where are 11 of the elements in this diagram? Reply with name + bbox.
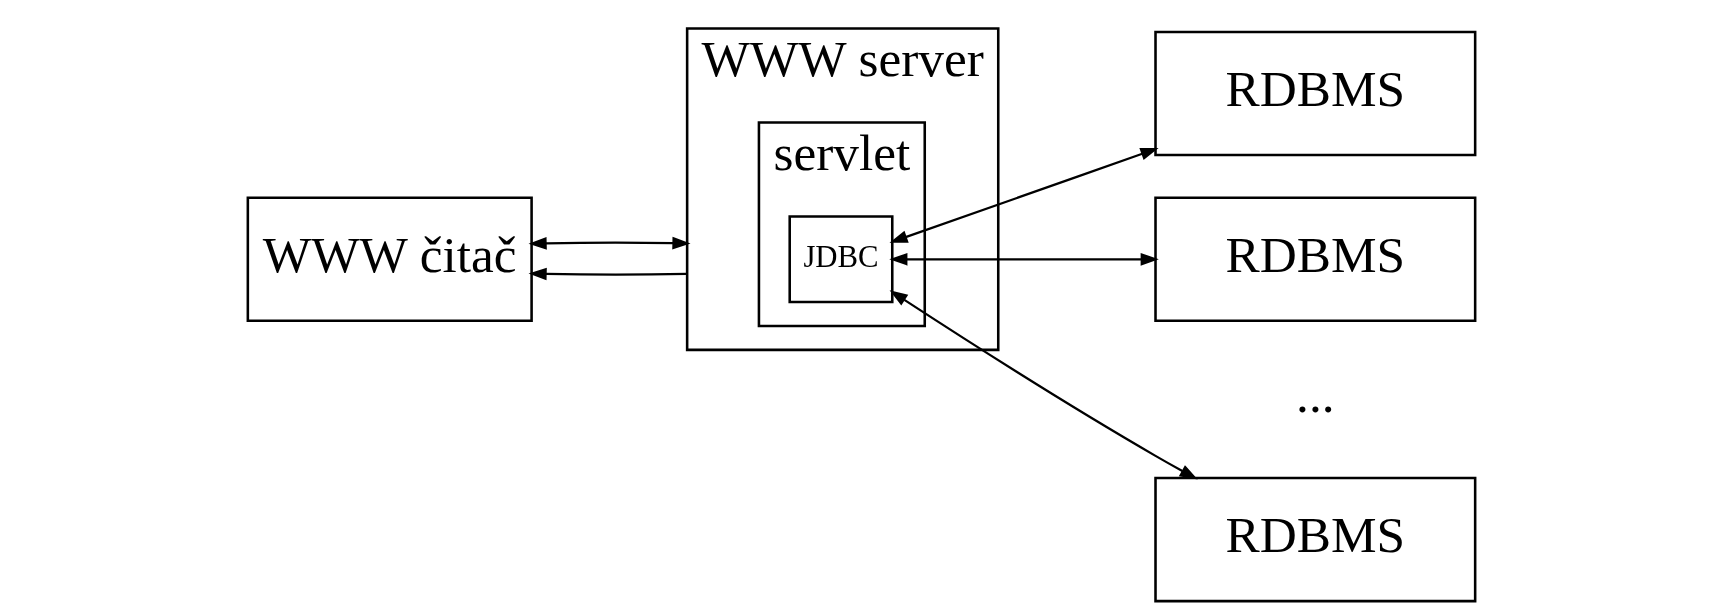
arrow bbox=[889, 148, 1159, 243]
label: ... bbox=[1296, 366, 1335, 424]
node-box: JDBC bbox=[788, 215, 894, 304]
arrow bbox=[889, 252, 1159, 266]
arrow bbox=[889, 290, 1198, 480]
arrow bbox=[528, 236, 691, 250]
arrow bbox=[528, 267, 688, 281]
node-box: WWW čitač bbox=[246, 196, 533, 323]
node-box: RDBMS bbox=[1154, 476, 1477, 603]
node-box: RDBMS bbox=[1154, 196, 1477, 323]
node-box: RDBMS bbox=[1154, 30, 1477, 157]
